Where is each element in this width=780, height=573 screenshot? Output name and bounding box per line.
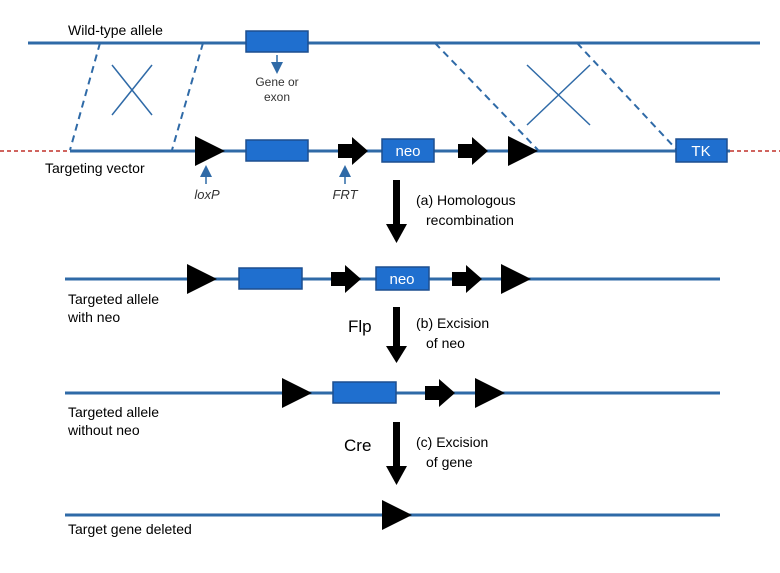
with-neo-gene-box xyxy=(238,267,303,290)
with-neo-neo-label: neo xyxy=(389,271,414,288)
without-neo-frt xyxy=(425,379,455,407)
right-arm-dash-right xyxy=(576,42,678,151)
with-neo-label-1: Targeted allele xyxy=(68,291,159,307)
step-a-arrow-head xyxy=(386,224,407,243)
step-c-arrow-head xyxy=(386,466,407,485)
wild-type-gene-box xyxy=(245,30,309,53)
frt-site-2 xyxy=(458,137,488,165)
step-b-text-1: (b) Excision xyxy=(416,315,489,331)
loxp-label: loxP xyxy=(194,187,220,202)
step-a-text-1: (a) Homologous xyxy=(416,192,516,208)
with-neo-frt-2 xyxy=(452,265,482,293)
step-a-arrow-shaft xyxy=(393,180,400,226)
step-b-arrow-shaft xyxy=(393,307,400,349)
step-a-text-2: recombination xyxy=(426,212,514,228)
without-neo-loxp-2 xyxy=(475,378,505,408)
without-neo-label-1: Targeted allele xyxy=(68,404,159,420)
step-c-text-2: of gene xyxy=(426,454,473,470)
left-arm-dash-left xyxy=(69,42,101,151)
step-b-enzyme: Flp xyxy=(348,317,372,336)
step-c-arrow-shaft xyxy=(393,422,400,469)
vector-gene-box xyxy=(245,139,309,162)
with-neo-loxp-2 xyxy=(501,264,531,294)
right-arm-dash-left xyxy=(434,42,539,151)
deleted-label: Target gene deleted xyxy=(68,521,192,537)
step-b-text-2: of neo xyxy=(426,335,465,351)
vector-neo-box xyxy=(381,138,435,163)
vector-neo-label: neo xyxy=(395,143,420,160)
with-neo-loxp-1 xyxy=(187,264,217,294)
gene-or-exon-label-1: Gene or xyxy=(255,75,298,89)
deleted-loxp xyxy=(382,500,412,530)
targeting-vector-label: Targeting vector xyxy=(45,160,145,176)
with-neo-neo-box xyxy=(375,266,430,291)
tk-box xyxy=(675,138,728,163)
frt-label: FRT xyxy=(332,187,358,202)
gene-or-exon-label-2: exon xyxy=(264,90,290,104)
without-neo-gene-box xyxy=(332,381,397,404)
loxp-site-1 xyxy=(195,136,225,166)
without-neo-label-2: without neo xyxy=(67,422,140,438)
step-c-enzyme: Cre xyxy=(344,436,371,455)
loxp-site-2 xyxy=(508,136,538,166)
tk-label: TK xyxy=(691,143,710,160)
step-b-arrow-head xyxy=(386,346,407,363)
with-neo-frt-1 xyxy=(331,265,361,293)
frt-site-1 xyxy=(338,137,368,165)
without-neo-loxp-1 xyxy=(282,378,312,408)
right-cross-b xyxy=(526,64,591,126)
left-cross-b xyxy=(111,64,153,116)
step-c-text-1: (c) Excision xyxy=(416,434,488,450)
left-arm-dash-right xyxy=(171,42,204,151)
with-neo-label-2: with neo xyxy=(67,309,120,325)
wild-type-label: Wild-type allele xyxy=(68,22,163,38)
